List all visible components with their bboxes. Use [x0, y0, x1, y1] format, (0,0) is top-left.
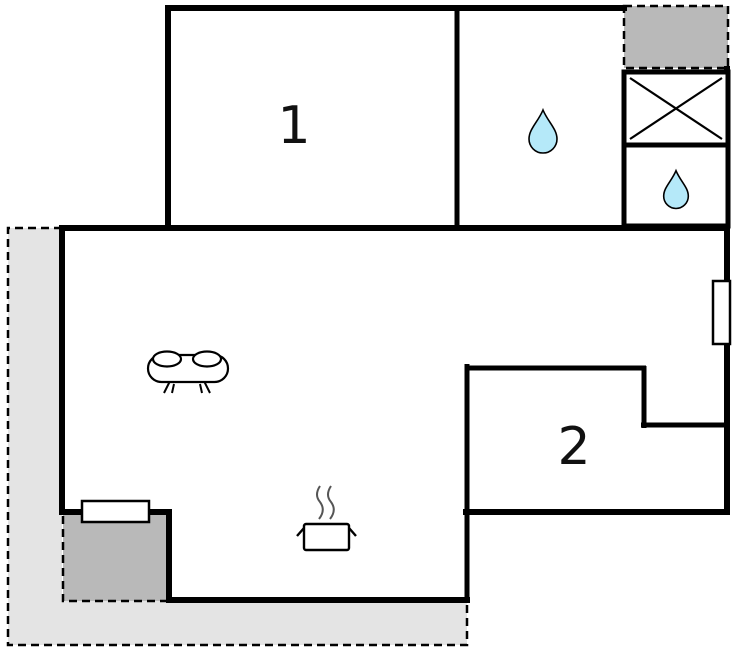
shaded-area-top-right [622, 4, 730, 70]
cooking-pot-icon [296, 485, 357, 552]
water-drop-icon [528, 107, 558, 154]
window-icon [80, 499, 151, 524]
terrace-area [8, 228, 467, 645]
shaded-area-bottom-left [61, 511, 171, 603]
room-2-label: 2 [557, 417, 590, 477]
walls [59, 5, 730, 603]
sofa-icon [146, 350, 230, 394]
window-icon [711, 279, 732, 346]
room-1-label: 1 [277, 96, 310, 156]
terrace-dashed-outline [6, 226, 469, 647]
steam-icon [316, 485, 335, 520]
water-drop-icon [662, 168, 690, 210]
crossed-square-icon [629, 77, 723, 140]
